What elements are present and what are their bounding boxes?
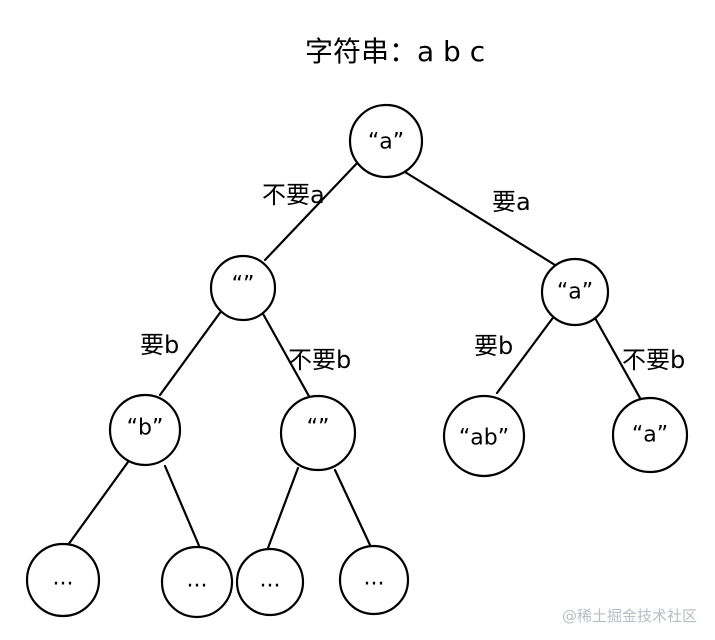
edge-label-right-right: 不要b xyxy=(622,346,686,374)
node-rightleft-circle xyxy=(442,394,526,478)
node-right-circle xyxy=(540,257,610,327)
node-leftleft-circle xyxy=(108,393,182,467)
edge-right-rightleft xyxy=(495,313,557,395)
node-rightright-circle xyxy=(611,396,689,474)
edge-label-left-right: 不要b xyxy=(288,346,352,374)
diagram-title: 字符串：a b c xyxy=(305,35,486,68)
node-rightright-label: “a” xyxy=(632,423,668,448)
edge-label-root-right: 要a xyxy=(492,188,531,216)
edge-b-leaf2 xyxy=(163,464,202,550)
node-leaf2-circle xyxy=(160,545,234,619)
node-root-label: “a” xyxy=(368,130,404,155)
edge-root-right xyxy=(403,170,557,267)
edge-right-rightright xyxy=(593,316,642,400)
node-left-circle xyxy=(209,254,277,322)
node-leaf3-label: ... xyxy=(260,568,281,593)
node-leaf3-circle xyxy=(235,547,305,617)
node-leftright-circle xyxy=(279,394,357,472)
edge-left-leftright xyxy=(260,310,312,400)
node-circles xyxy=(25,103,689,619)
node-leaf1-label: ... xyxy=(53,566,74,591)
node-leftright-label: “” xyxy=(307,416,330,441)
node-right-label: “a” xyxy=(557,280,593,305)
edge-root-left xyxy=(263,158,362,262)
node-labels: “a” “” “a” “b” “” “ab” “a” ... ... ... .… xyxy=(53,130,669,593)
edges xyxy=(66,158,642,550)
edge-b-leaf1 xyxy=(66,460,130,547)
edge-empty-leaf3 xyxy=(266,466,300,550)
watermark: @稀土掘金技术社区 xyxy=(561,607,697,625)
node-leftleft-label: “b” xyxy=(127,416,164,441)
edge-empty-leaf4 xyxy=(333,468,372,547)
edge-left-leftleft xyxy=(158,308,224,397)
node-leaf4-label: ... xyxy=(364,566,385,591)
edge-label-right-left: 要b xyxy=(474,332,514,360)
edge-label-root-left: 不要a xyxy=(262,181,325,209)
node-leaf2-label: ... xyxy=(187,568,208,593)
node-leaf4-circle xyxy=(338,544,410,616)
node-left-label: “” xyxy=(232,273,255,298)
edge-label-left-left: 要b xyxy=(140,331,180,359)
node-rightleft-label: “ab” xyxy=(459,426,509,451)
node-root-circle xyxy=(348,103,424,179)
node-leaf1-circle xyxy=(25,542,101,618)
